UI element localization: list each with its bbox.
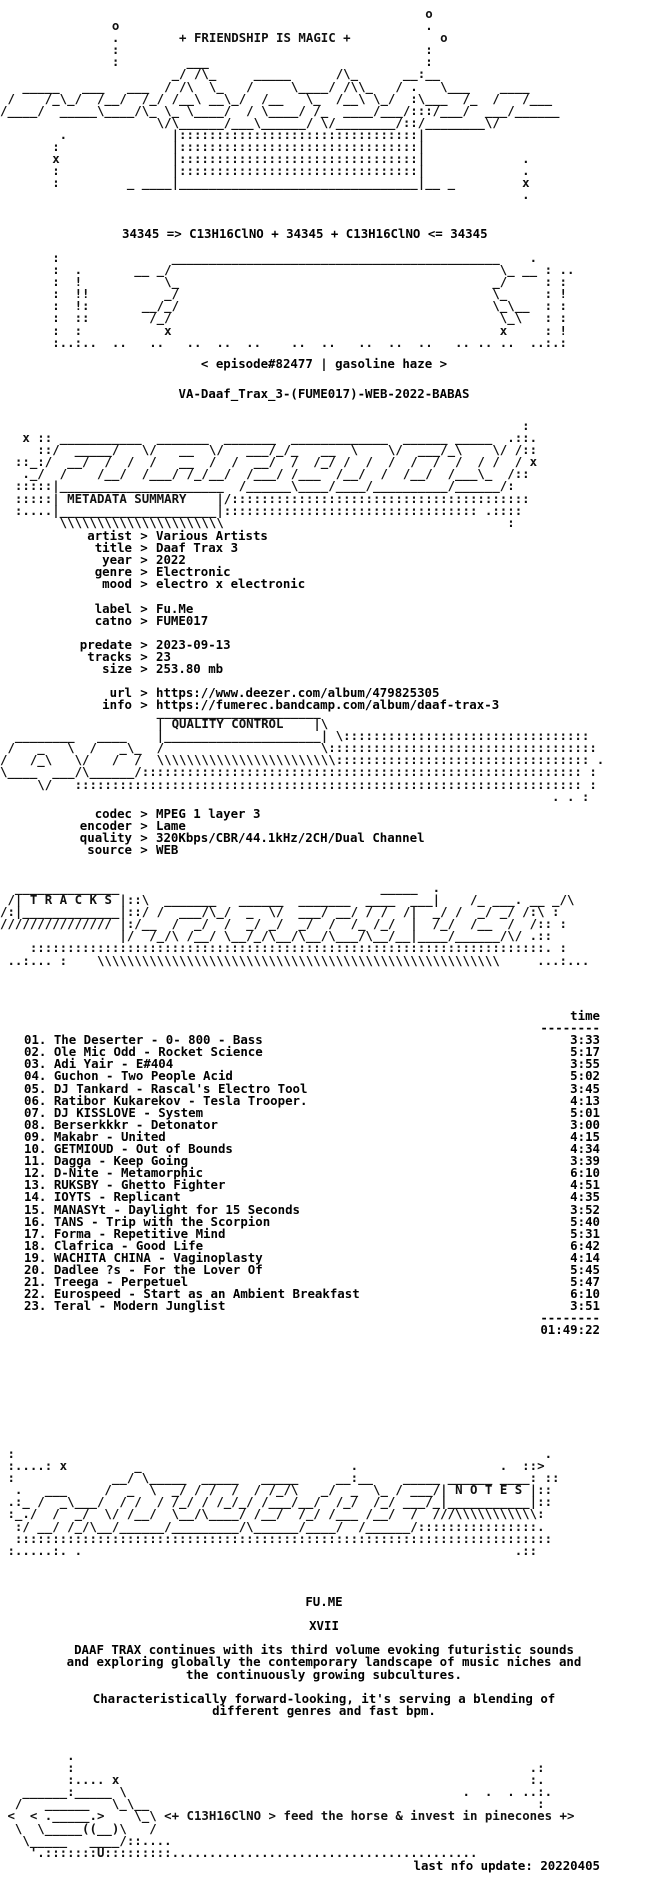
header-slogan: + FRIENDSHIP IS MAGIC + — [179, 30, 351, 46]
quality-fields: codec>MPEG 1 layer 3 encoder>Lame qualit… — [79, 806, 425, 858]
total-time: 01:49:22 — [540, 1322, 600, 1338]
episode-line: < episode#82477 | gasoline haze > — [200, 356, 448, 371]
tracks-table: time -------- 01. The Deserter - 0- 800 … — [0, 1008, 600, 1338]
footer-slogan: <+ C13H16ClNO > feed the horse & invest … — [164, 1808, 575, 1824]
metadata-fields: artist>Various Artists title>Daaf Trax 3… — [79, 528, 500, 713]
footer-art: . : .: :.... x :. ______:_____ \ — [7, 1748, 575, 1860]
notes-title: N O T E S — [455, 1482, 523, 1498]
time-header: time — [570, 1008, 600, 1023]
notes-roman: XVII — [309, 1618, 339, 1634]
notes-label: FU.ME — [305, 1594, 343, 1609]
notes-banner-art: : . :....: x _ . . ::> : __/ \_____ ____… — [7, 1446, 560, 1558]
footer-update: last nfo update: 20220405 — [413, 1858, 601, 1873]
release-name: VA-Daaf_Trax_3-(FUME017)-WEB-2022-BABAS — [178, 386, 470, 401]
track-row: 06. Ratibor Kukarekov - Tesla Trooper.4:… — [24, 1092, 600, 1108]
header-bridge-art: : ______________________________________… — [52, 250, 575, 350]
tracks-title: T R A C K S — [29, 892, 112, 908]
header-logo-art: o o . . + FRIENDSHIP IS MAGIC + o : : : — [0, 6, 560, 203]
quality-title: QUALITY CONTROL — [171, 716, 284, 732]
header-formula: 34345 => C13H16ClNO + 34345 + C13H16ClNO… — [122, 226, 488, 241]
quality-banner-art: ______________________ | QUALITY CONTROL… — [0, 704, 605, 804]
metadata-banner-art: : x :: ___________ _______ _______ _____… — [14, 418, 538, 530]
tracks-banner-art: ______________ _____ . /| T R A C K S |:… — [0, 880, 590, 968]
notes-body: FU.ME XVII DAAF TRAX continues with its … — [0, 1594, 648, 1717]
track-row: 22. Eurospeed - Start as an Ambient Brea… — [24, 1286, 600, 1302]
